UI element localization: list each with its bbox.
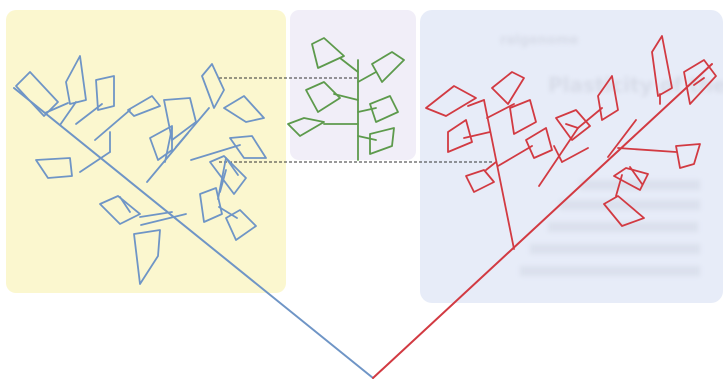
left-panel (6, 10, 286, 293)
bleed-through-fragment-heading: Plasticity of the (548, 73, 723, 97)
bleed-through-fragment-top: ralgenome (500, 33, 578, 48)
middle-panel (290, 10, 416, 160)
